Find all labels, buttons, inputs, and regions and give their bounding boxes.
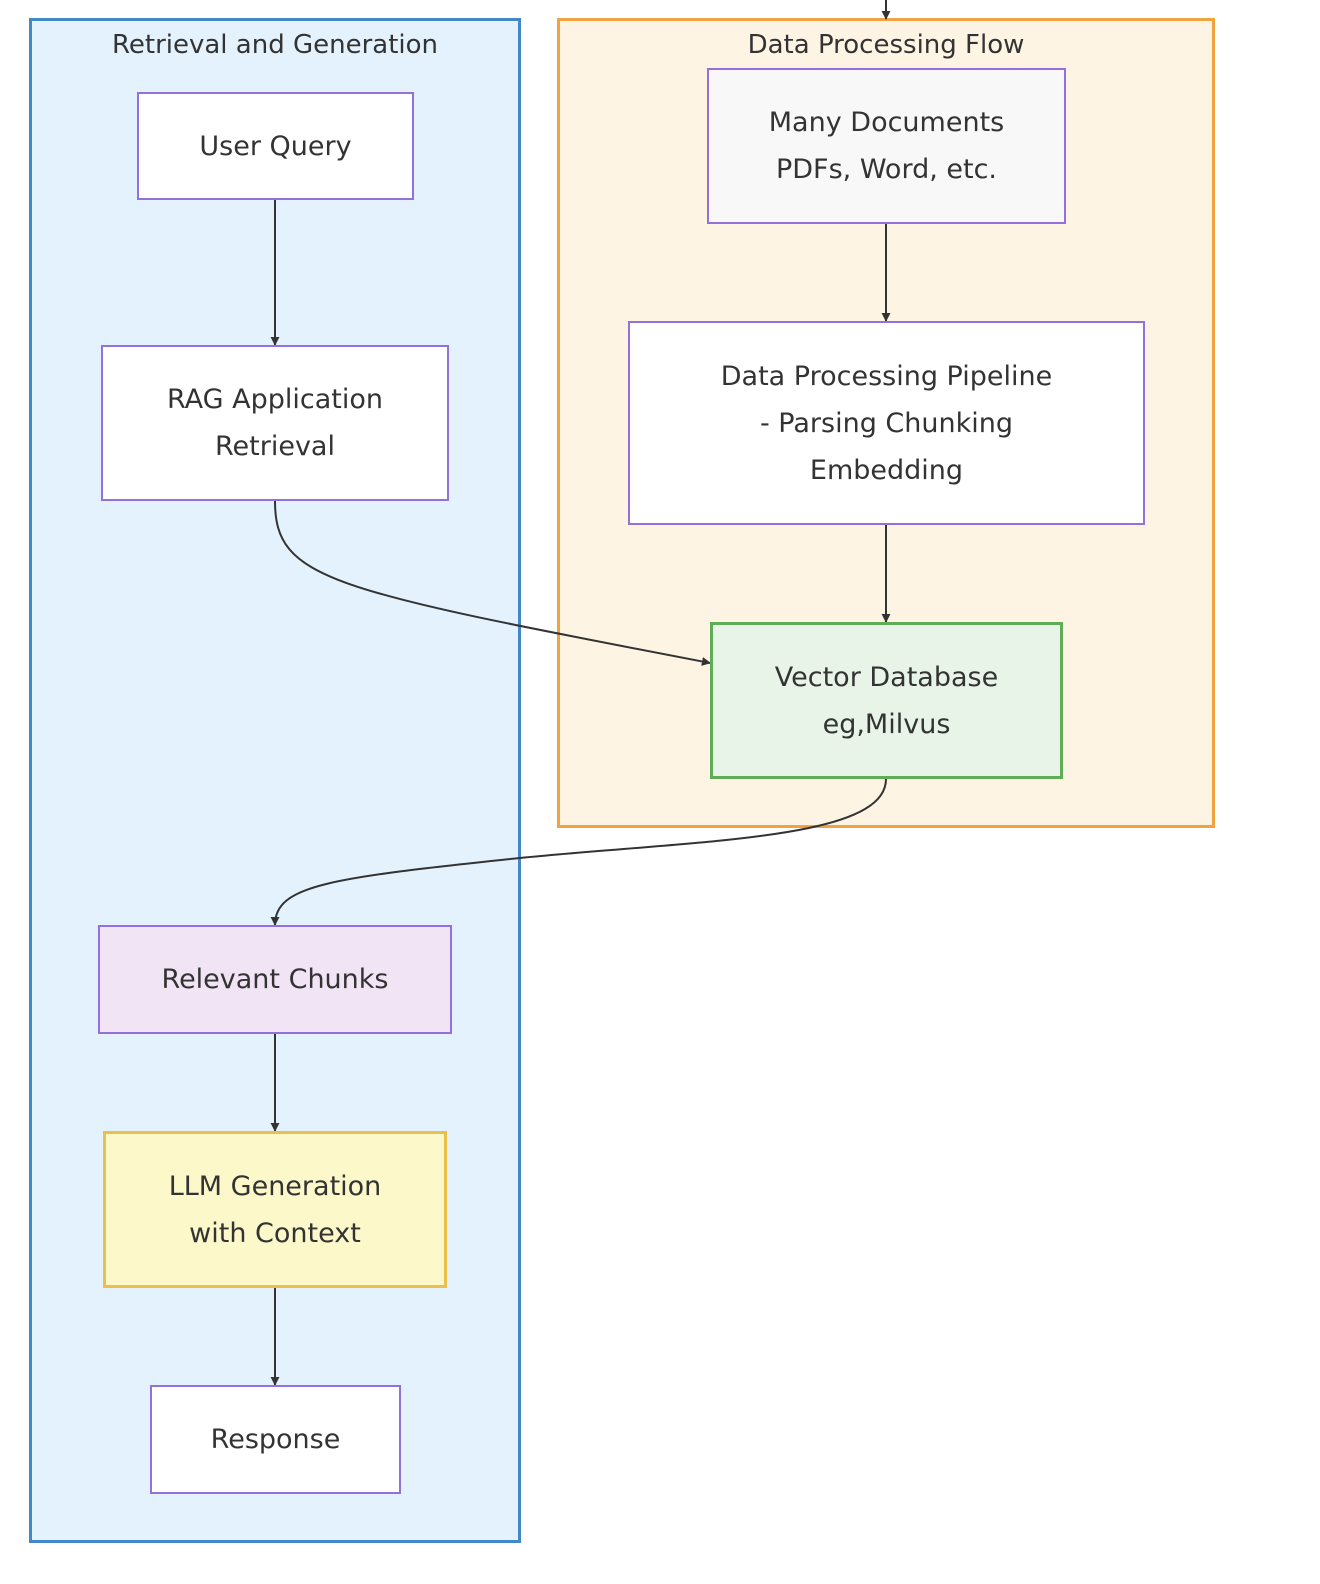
llm-generation-label: LLM Generation with Context	[168, 1170, 382, 1249]
retrieval-generation-title: Retrieval and Generation	[111, 30, 439, 60]
documents-label: Many Documents PDFs, Word, etc.	[768, 107, 1005, 185]
user-query-node: User Query	[137, 92, 414, 200]
response-label: Response	[210, 1424, 341, 1455]
relevant-chunks-label: Relevant Chunks	[161, 964, 389, 995]
user-query-label: User Query	[199, 130, 352, 162]
retrieval-generation-cluster: Retrieval and Generation	[29, 18, 521, 1543]
pipeline-label: Data Processing Pipeline - Parsing Chunk…	[720, 360, 1053, 486]
relevant-chunks-node: Relevant Chunks	[98, 925, 452, 1034]
data-processing-title: Data Processing Flow	[747, 30, 1025, 60]
response-node: Response	[150, 1385, 401, 1494]
rag-retrieval-label: RAG Application Retrieval	[166, 384, 384, 462]
pipeline-node: Data Processing Pipeline - Parsing Chunk…	[628, 321, 1145, 525]
vector-database-node: Vector Database eg,Milvus	[710, 622, 1063, 779]
rag-retrieval-node: RAG Application Retrieval	[101, 345, 449, 501]
llm-generation-node: LLM Generation with Context	[103, 1131, 447, 1288]
vector-database-label: Vector Database eg,Milvus	[774, 661, 999, 740]
documents-node: Many Documents PDFs, Word, etc.	[707, 68, 1066, 224]
